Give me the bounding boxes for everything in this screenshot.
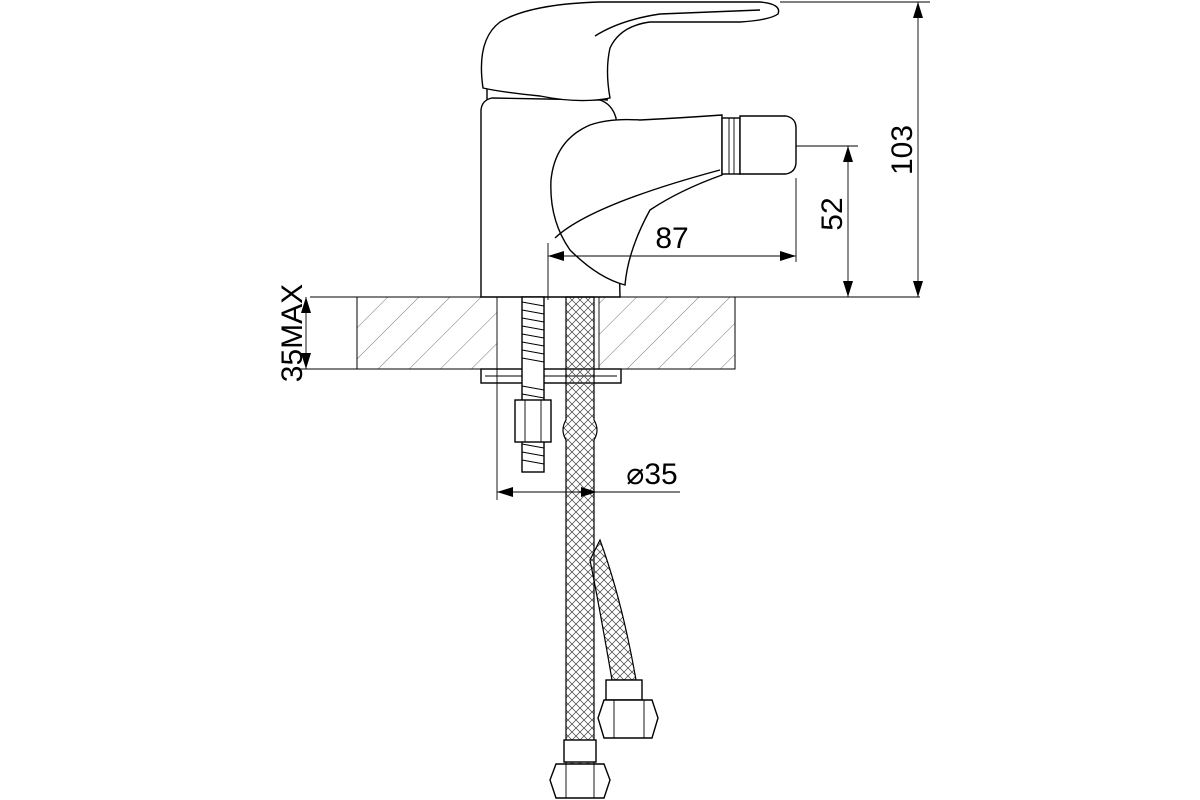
flexible-hoses <box>549 296 659 799</box>
deck-thickness-label: 35MAX <box>276 284 309 382</box>
dimension-hole-diameter: ⌀35 <box>496 369 680 500</box>
countertop-deck <box>300 296 920 370</box>
dimension-spout-reach: 87 <box>547 178 797 300</box>
dimension-spout-height: 52 <box>796 145 858 297</box>
dimension-deck-thickness: 35MAX <box>276 284 311 382</box>
spout-reach-label: 87 <box>655 222 688 255</box>
overall-height-label: 103 <box>886 125 919 175</box>
dimension-overall-height: 103 <box>780 1 930 297</box>
faucet-body <box>480 1 797 298</box>
spout-height-label: 52 <box>816 197 849 230</box>
hole-diameter-label: ⌀35 <box>626 458 677 491</box>
